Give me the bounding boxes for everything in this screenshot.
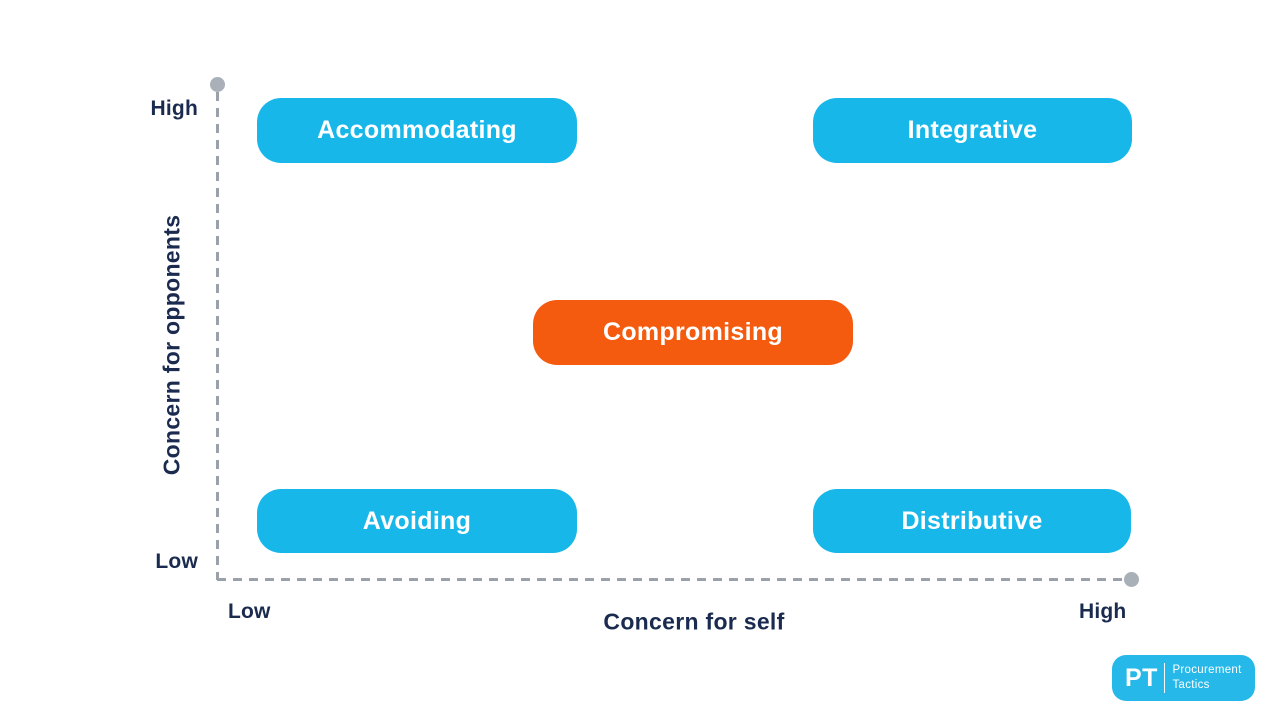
y-axis-low-label: Low	[155, 550, 198, 573]
y-axis-end-dot	[210, 77, 225, 92]
logo-wordmark-line2: Tactics	[1172, 679, 1210, 691]
box-accommodating: Accommodating	[257, 98, 577, 163]
x-axis-low-label: Low	[228, 600, 271, 623]
logo-wordmark: Procurement Tactics	[1172, 663, 1241, 693]
y-axis-dashed-line	[216, 92, 219, 580]
box-distributive: Distributive	[813, 489, 1131, 553]
x-axis-end-dot	[1124, 572, 1139, 587]
y-axis-high-label: High	[150, 97, 198, 120]
box-compromising: Compromising	[533, 300, 853, 365]
box-avoiding: Avoiding	[257, 489, 577, 553]
logo-divider	[1163, 663, 1166, 693]
y-axis-title: Concern for opponents	[158, 214, 185, 476]
x-axis-high-label: High	[1079, 600, 1127, 623]
box-integrative: Integrative	[813, 98, 1132, 163]
x-axis-dashed-line	[217, 578, 1122, 581]
x-axis-title: Concern for self	[603, 608, 785, 635]
logo-monogram: PT	[1125, 663, 1158, 692]
logo-wordmark-line1: Procurement	[1172, 664, 1242, 677]
procurement-tactics-logo: PT Procurement Tactics	[1112, 655, 1255, 701]
